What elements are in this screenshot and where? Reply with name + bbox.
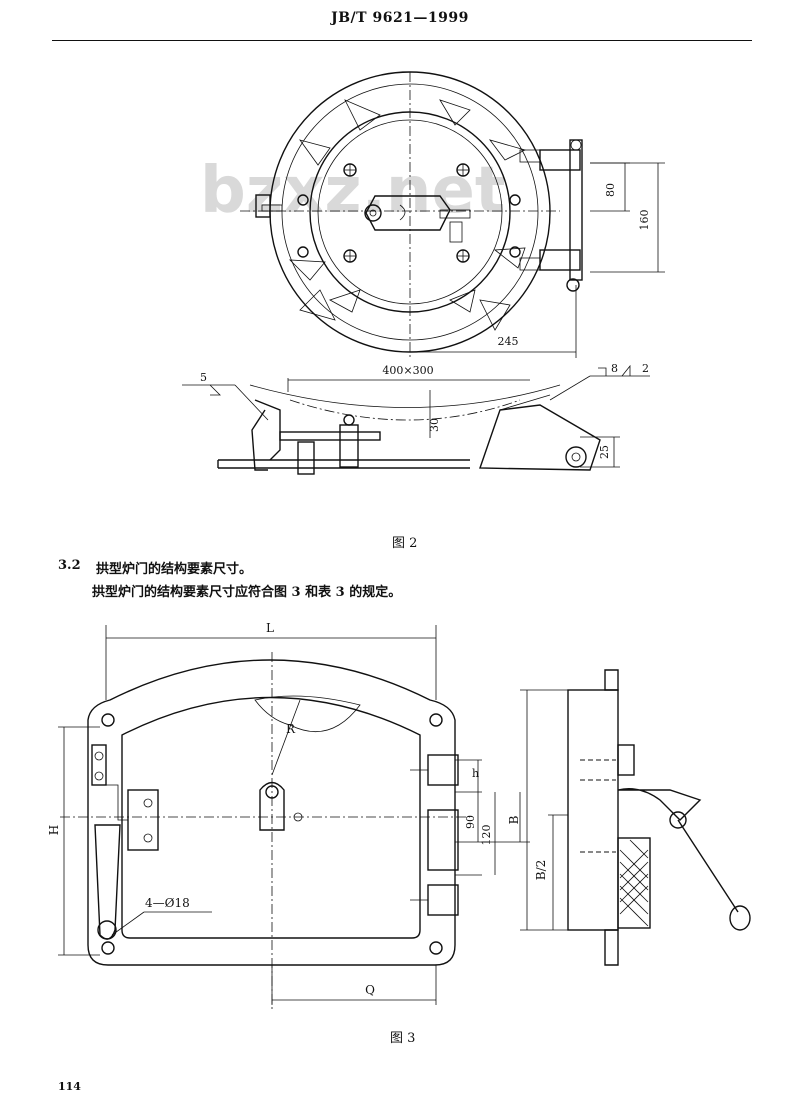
figure-2-drawing: bzxz.net <box>182 71 665 475</box>
weld-right-b: 2 <box>642 362 649 375</box>
dim-90: 90 <box>464 815 477 829</box>
dim-B2: B/2 <box>534 860 548 881</box>
door-bolts <box>297 163 521 263</box>
dim-25: 25 <box>598 445 611 459</box>
right-hinge <box>519 139 583 292</box>
page-number: 114 <box>58 1080 81 1093</box>
header-rule <box>52 40 752 41</box>
section-number: 3.2 <box>58 558 81 573</box>
dim-80-160: 80 160 <box>590 162 665 273</box>
weld-right-a: 8 <box>611 362 618 375</box>
peephole-cover <box>365 195 451 231</box>
weld-left: 5 <box>200 371 207 384</box>
standard-number-header: JB/T 9621—1999 <box>331 10 469 26</box>
figure-2-caption: 图 2 <box>392 536 418 551</box>
svg-text:80: 80 <box>604 183 617 197</box>
arch-frame-outer <box>87 659 456 966</box>
inner-door-plate <box>309 111 511 313</box>
section-body: 拱型炉门的结构要素尺寸应符合图 3 和表 3 的规定。 <box>92 585 402 600</box>
peephole <box>259 781 285 831</box>
dim-holes: 4—Ø18 <box>145 896 190 910</box>
section-view: 400×300 30 25 5 8 2 <box>182 362 650 475</box>
watermark-text: bzxz.net <box>200 154 505 228</box>
dim-Q: Q <box>365 983 375 997</box>
left-latch <box>255 194 271 218</box>
dim-245: 245 <box>498 335 519 348</box>
arch-frame-inner <box>121 696 421 939</box>
right-hinges <box>410 754 459 916</box>
dim-B: B <box>507 815 521 824</box>
dim-L: L <box>266 621 274 635</box>
dim-120: 120 <box>480 825 493 846</box>
dim-h: h <box>472 767 479 780</box>
dim-400x300: 400×300 <box>382 364 433 377</box>
dim-R: R <box>286 722 296 736</box>
svg-text:160: 160 <box>638 210 651 231</box>
section-heading: 拱型炉门的结构要素尺寸。 <box>96 562 253 577</box>
figure-3-caption: 图 3 <box>390 1031 416 1046</box>
figure-3-drawing: L R 4—Ø18 h 90 120 <box>47 621 751 1010</box>
dim-H: H <box>47 825 61 835</box>
side-view <box>567 669 751 966</box>
dim-30: 30 <box>428 418 441 432</box>
